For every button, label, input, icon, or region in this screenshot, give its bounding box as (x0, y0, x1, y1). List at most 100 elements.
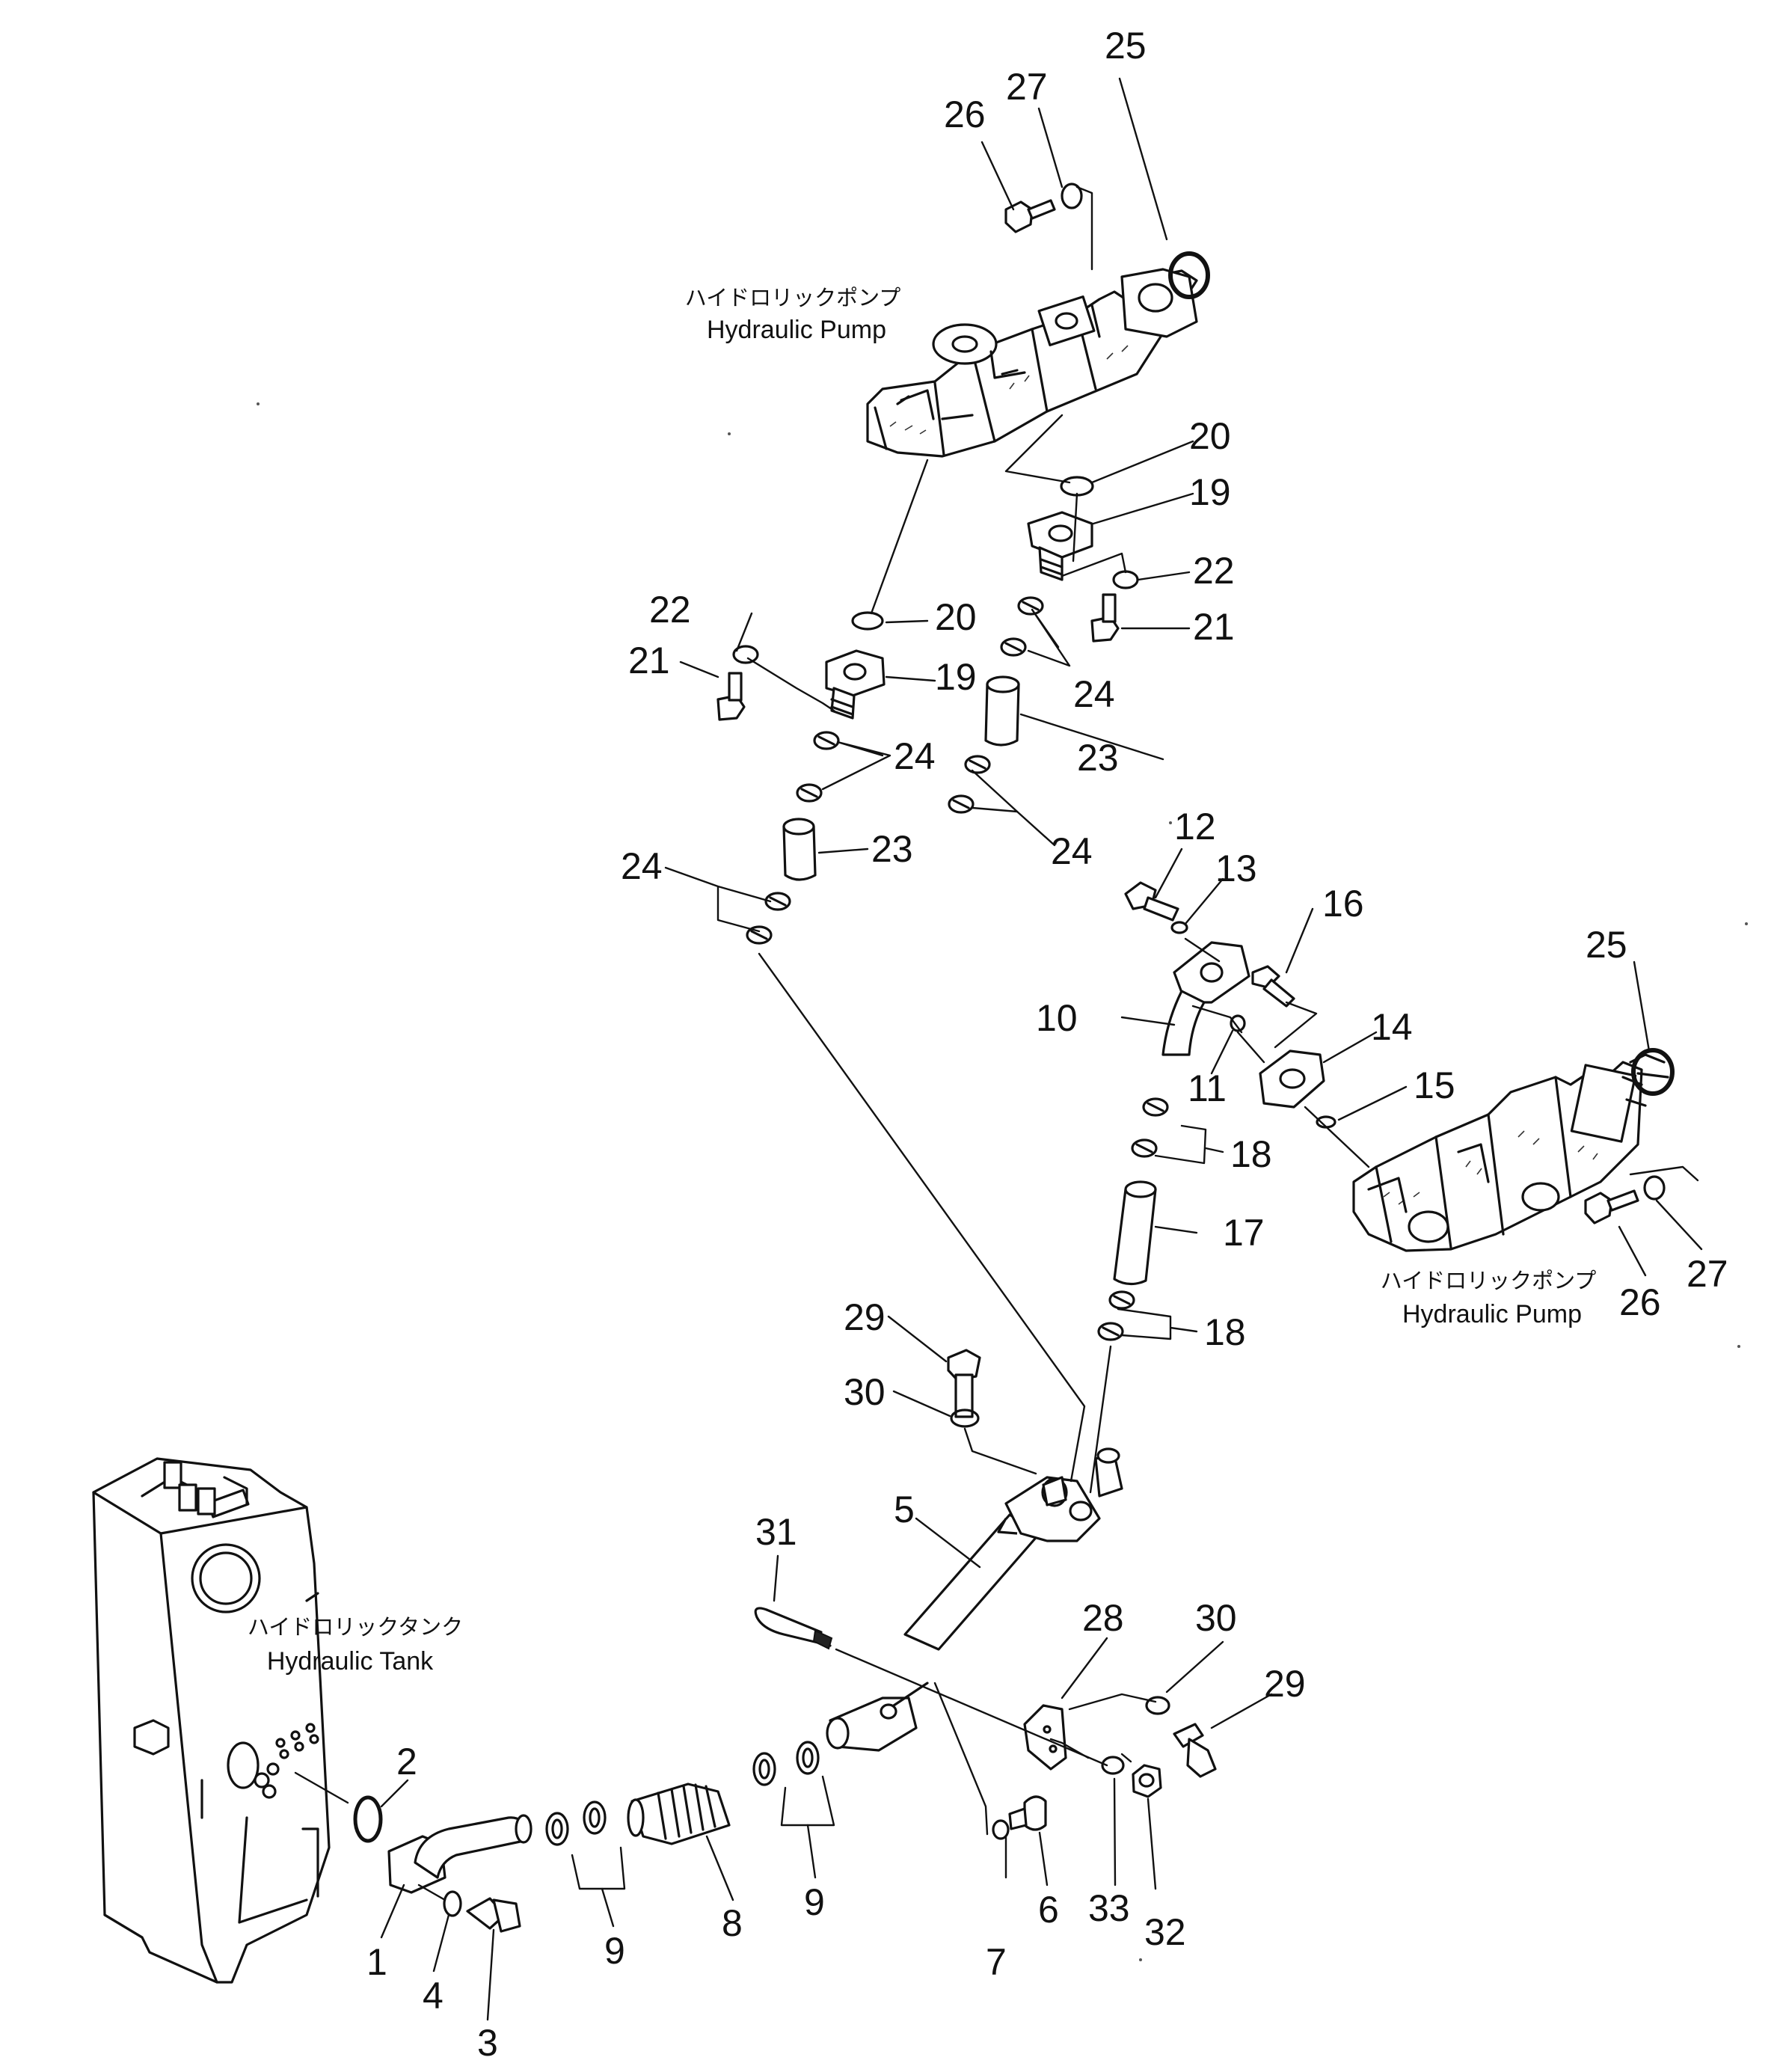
bolt-12 (1124, 881, 1179, 922)
callout-9-right: 9 (804, 1881, 825, 1923)
caption-hydraulic-pump-right: ハイドロリックポンプ Hydraulic Pump (1381, 1268, 1597, 1328)
hose-23-right (984, 675, 1020, 747)
washer-30-top (950, 1409, 980, 1428)
caption-hydraulic-tank: ハイドロリックタンク Hydraulic Tank (248, 1614, 463, 1676)
hose-17 (1113, 1180, 1157, 1286)
bolt-29-top (947, 1349, 981, 1418)
washer-4 (443, 1890, 462, 1917)
callout-7: 7 (986, 1941, 1007, 1983)
flange-14 (1259, 1049, 1325, 1109)
bracket-28 (1023, 1704, 1067, 1771)
callout-25-top: 25 (1105, 25, 1147, 67)
caption-hydraulic-pump-top: ハイドロリックポンプ Hydraulic Pump (685, 285, 901, 344)
callout-25-right: 25 (1586, 924, 1627, 966)
pump-right-label-en: Hydraulic Pump (1402, 1300, 1582, 1328)
callout-6: 6 (1038, 1889, 1059, 1931)
bolt-21-left (716, 672, 746, 721)
elbow-flange-1 (387, 1814, 533, 1894)
callout-16: 16 (1322, 883, 1364, 925)
callout-10: 10 (1036, 997, 1078, 1039)
pump-top-label-jp: ハイドロリックポンプ (685, 285, 901, 310)
callout-19-left: 19 (935, 656, 977, 698)
callout-21-left: 21 (628, 640, 670, 681)
callout-5: 5 (894, 1489, 915, 1530)
callout-27-right: 27 (1687, 1253, 1728, 1295)
pump-top-label-en: Hydraulic Pump (707, 316, 886, 344)
o-ring-11 (1230, 1014, 1246, 1032)
leader-lines (380, 77, 1703, 2021)
callout-30-top: 30 (844, 1371, 886, 1413)
callout-11: 11 (1188, 1067, 1227, 1109)
callout-12: 12 (1174, 806, 1216, 848)
bolt-3 (466, 1897, 521, 1933)
callout-14: 14 (1371, 1006, 1413, 1048)
callout-29-bracket: 29 (1264, 1663, 1306, 1705)
callout-31: 31 (755, 1511, 797, 1553)
o-ring-25-right (1631, 1048, 1675, 1096)
bolt-26-top (1004, 199, 1056, 233)
callout-21-right: 21 (1193, 606, 1235, 648)
flange-19-left (825, 649, 886, 720)
tank-label-en: Hydraulic Tank (267, 1647, 434, 1676)
u-bolt-31 (754, 1607, 833, 1650)
callout-26-right: 26 (1619, 1281, 1661, 1323)
callout-17: 17 (1223, 1212, 1265, 1254)
bolt-26-right (1584, 1189, 1639, 1224)
callout-1: 1 (366, 1941, 387, 1983)
callout-18-lower: 18 (1204, 1311, 1246, 1353)
callout-13: 13 (1215, 848, 1257, 889)
callout-29-top: 29 (844, 1296, 886, 1338)
callout-3: 3 (477, 2022, 498, 2064)
washer-22-right (1112, 570, 1139, 589)
hose-8 (627, 1783, 731, 1845)
washer-30-bracket (1145, 1696, 1170, 1715)
washer-27-top (1061, 183, 1083, 209)
hydraulic-pump-right (1352, 1053, 1669, 1252)
washer-27-right (1643, 1175, 1666, 1201)
washer-13 (1170, 921, 1188, 934)
bolt-21-right (1090, 593, 1120, 643)
plug-bolt-6 (1008, 1795, 1047, 1831)
suction-pipe-5 (903, 1447, 1123, 1651)
bolt-16 (1251, 965, 1295, 1008)
pump-right-label-jp: ハイドロリックポンプ (1381, 1268, 1597, 1293)
callout-8: 8 (722, 1902, 743, 1944)
callout-4: 4 (423, 1975, 444, 2017)
callout-30-bracket: 30 (1195, 1597, 1237, 1639)
callout-32: 32 (1144, 1911, 1186, 1953)
callout-33: 33 (1088, 1887, 1130, 1929)
callout-20-right: 20 (1189, 415, 1231, 457)
hydraulic-pump-top (866, 268, 1198, 458)
o-ring-2 (353, 1795, 383, 1843)
assembly-lines (294, 186, 1699, 1901)
callout-15: 15 (1414, 1064, 1455, 1106)
callout-22-right: 22 (1193, 550, 1235, 592)
callout-20-left: 20 (935, 596, 977, 638)
callout-22-left: 22 (649, 589, 691, 631)
tank-label-jp: ハイドロリックタンク (248, 1614, 463, 1640)
callout-24-lower-left: 24 (621, 845, 663, 887)
washer-33 (1101, 1756, 1125, 1775)
flange-19-right (1027, 511, 1093, 581)
callout-19-right: 19 (1189, 471, 1231, 513)
clamps-18 (1097, 1097, 1169, 1341)
hydraulic-tank (92, 1457, 331, 1984)
nut-32 (1132, 1764, 1162, 1798)
clamps-9 (545, 1741, 820, 1846)
washer-22-left (732, 645, 759, 664)
callout-28: 28 (1082, 1597, 1124, 1639)
clamps-24 (746, 596, 1044, 945)
o-ring-25-top (1168, 251, 1210, 299)
callout-18-upper: 18 (1230, 1133, 1272, 1175)
callout-24-mid-right: 24 (1051, 830, 1093, 872)
o-ring-20-right (1060, 476, 1094, 497)
callout-27-top: 27 (1006, 66, 1048, 108)
o-ring-20-left (851, 611, 884, 631)
scan-specks (257, 402, 1748, 1961)
o-ring-7 (992, 1819, 1010, 1840)
callout-23-left: 23 (871, 828, 913, 870)
callout-numbers: 25 27 26 20 19 22 21 24 20 19 22 21 23 2… (366, 25, 1728, 2064)
callout-24-mid-left: 24 (894, 735, 936, 777)
callout-26-top: 26 (944, 94, 986, 135)
